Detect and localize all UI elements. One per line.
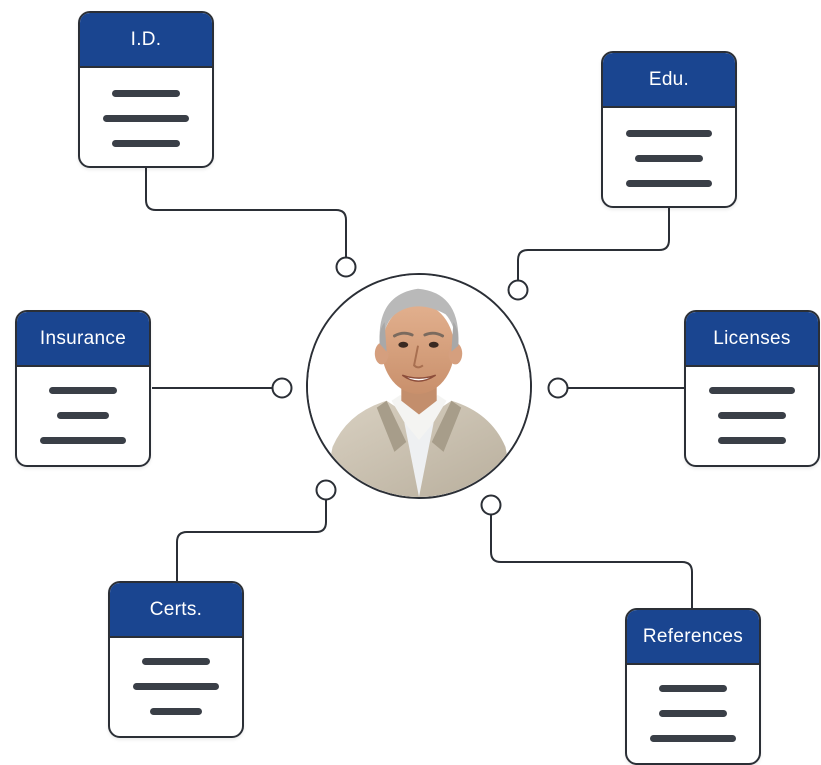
card-certs-title: Certs. [149,598,203,620]
card-licenses-header: Licenses [686,312,818,367]
person-avatar [306,273,532,499]
connector-node-licenses [547,377,569,399]
text-line [626,130,712,137]
person-photo-icon [308,275,530,497]
card-references-lines [627,665,759,763]
card-insurance[interactable]: Insurance [15,310,151,467]
text-line [659,685,727,692]
card-licenses-title: Licenses [713,327,791,349]
card-edu-title: Edu. [648,68,690,90]
text-line [635,155,703,162]
connector-node-certs [315,479,337,501]
card-id-title: I.D. [130,28,162,50]
card-licenses[interactable]: Licenses [684,310,820,467]
text-line [112,90,180,97]
card-certs[interactable]: Certs. [108,581,244,738]
connector-node-edu [507,279,529,301]
text-line [650,735,736,742]
text-line [718,437,786,444]
connector-node-references [480,494,502,516]
text-line [626,180,712,187]
card-certs-header: Certs. [110,583,242,638]
text-line [49,387,117,394]
connector-certs [176,500,327,581]
text-line [103,115,189,122]
card-id-lines [80,68,212,166]
connector-id [145,168,347,258]
card-id[interactable]: I.D. [78,11,214,168]
card-edu-lines [603,108,735,206]
card-licenses-lines [686,367,818,465]
text-line [150,708,202,715]
card-id-header: I.D. [80,13,212,68]
connector-edu [517,207,670,281]
text-line [142,658,210,665]
card-edu[interactable]: Edu. [601,51,737,208]
card-certs-lines [110,638,242,736]
card-insurance-title: Insurance [39,327,127,349]
card-references[interactable]: References [625,608,761,765]
text-line [112,140,180,147]
text-line [709,387,795,394]
card-edu-header: Edu. [603,53,735,108]
text-line [133,683,219,690]
text-line [40,437,126,444]
text-line [718,412,786,419]
connector-node-insurance [271,377,293,399]
card-references-title: References [642,625,744,647]
text-line [659,710,727,717]
connector-references [490,515,693,608]
text-line [57,412,109,419]
card-references-header: References [627,610,759,665]
connector-node-id [335,256,357,278]
card-insurance-header: Insurance [17,312,149,367]
card-insurance-lines [17,367,149,465]
